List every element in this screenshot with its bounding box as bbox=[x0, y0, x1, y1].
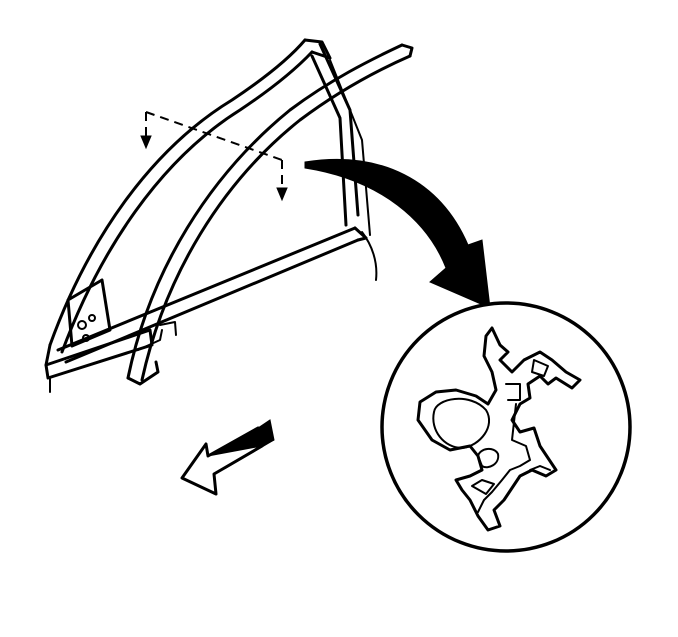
alignment-guide bbox=[140, 111, 288, 202]
callout-arrow-icon bbox=[304, 158, 491, 309]
section-detail-icon bbox=[380, 301, 632, 553]
direction-arrow-icon bbox=[180, 419, 275, 496]
glass-run-channel-icon bbox=[126, 43, 414, 386]
door-window-frame-icon bbox=[44, 38, 378, 393]
